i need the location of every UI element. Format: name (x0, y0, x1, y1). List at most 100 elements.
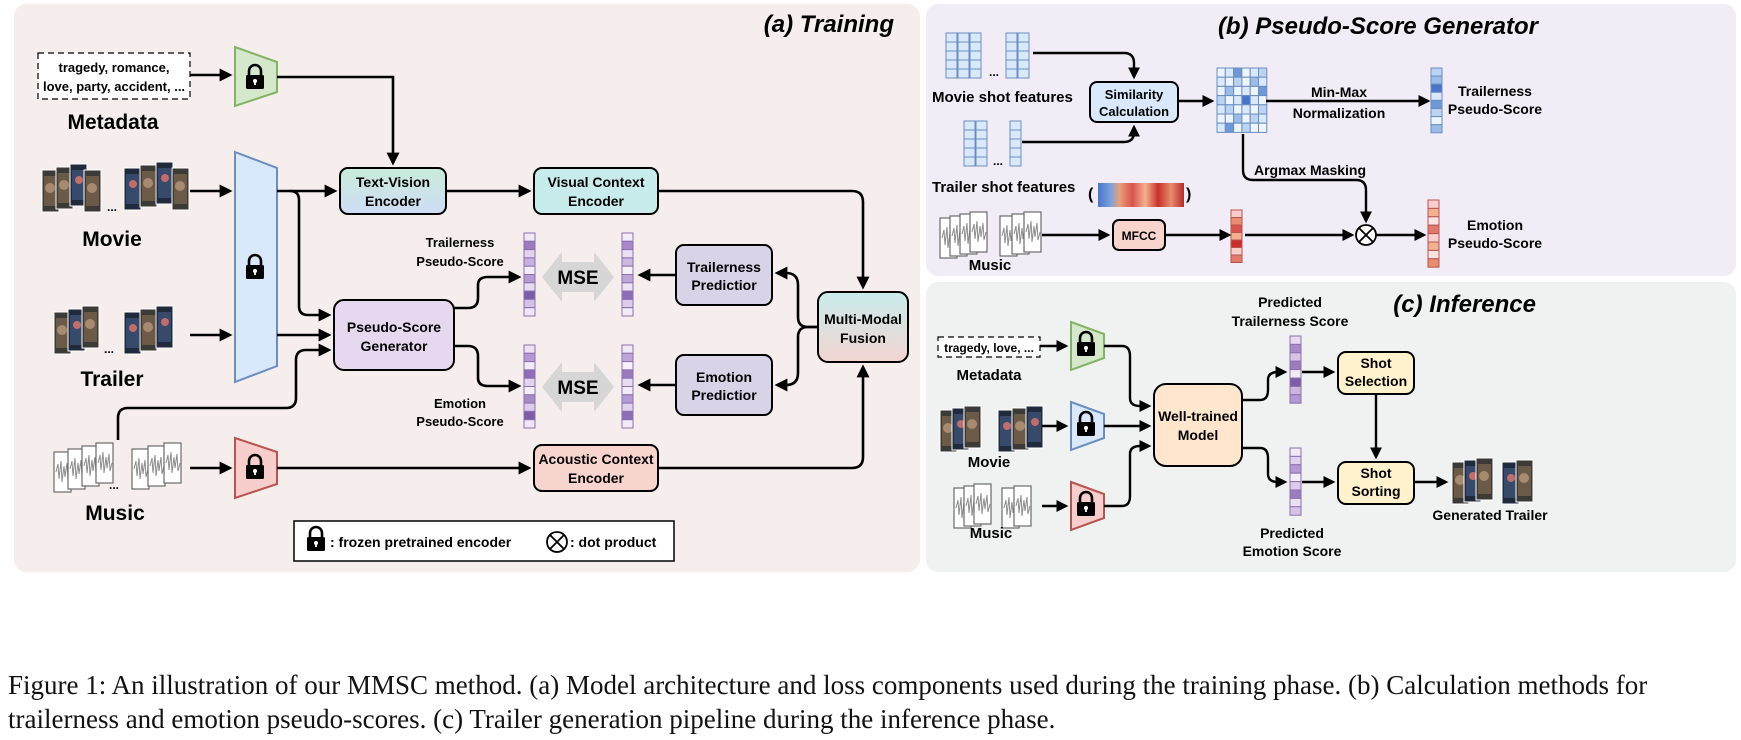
score-cell (523, 344, 536, 354)
feature-cell (963, 129, 976, 140)
similarity-cell (1258, 95, 1268, 106)
well-trained-model-box (1153, 383, 1243, 467)
similarity-cell (1216, 122, 1226, 133)
similarity-cell (1249, 113, 1259, 124)
similarity-cell (1216, 67, 1226, 78)
feature-cell (945, 32, 958, 43)
pred-cell (1289, 394, 1302, 404)
trailerness-cell (1430, 75, 1443, 85)
inf-movie-label: Movie (968, 454, 1011, 471)
feature-cell (945, 50, 958, 61)
similarity-cell (1249, 95, 1259, 106)
feature-cell (969, 68, 982, 79)
feature-cell (1005, 68, 1018, 79)
feature-cell (1017, 41, 1030, 52)
feature-cell (1017, 50, 1030, 61)
similarity-cell (1224, 67, 1235, 78)
score-cell (523, 394, 536, 404)
dot-product-icon (1355, 224, 1377, 246)
similarity-cell (1224, 95, 1235, 106)
feature-cell (1009, 138, 1022, 149)
pseudo-score-generator-line1: Pseudo-Score (347, 319, 441, 335)
pred-cell (1289, 506, 1302, 516)
trailerness-cell (1430, 99, 1443, 110)
score-cell (523, 377, 536, 388)
similarity-cell (1233, 85, 1243, 97)
emotion-predictor-line2: Predictior (691, 387, 757, 403)
feature-cell (963, 138, 976, 149)
minmax-line1: Min-Max (1311, 84, 1367, 100)
score-cell (523, 298, 536, 309)
feature-cell (975, 147, 988, 158)
pseudo-score-generator-box (333, 299, 455, 371)
multi-modal-fusion-line2: Fusion (840, 330, 886, 346)
mfcc-cell (1230, 254, 1243, 263)
similarity-cell (1224, 85, 1235, 97)
trailerness-cell (1430, 67, 1443, 77)
score-cell (523, 402, 536, 412)
movie-label: Movie (82, 228, 142, 251)
score-cell (621, 257, 634, 267)
trailerness-predictor-box (675, 244, 773, 306)
text-vision-encoder-line2: Encoder (365, 193, 422, 209)
mfcc-cell (1230, 217, 1243, 226)
similarity-cell (1258, 113, 1268, 124)
score-cell (621, 232, 634, 242)
similarity-cell (1224, 104, 1235, 115)
shot-selection-line1: Shot (1360, 355, 1391, 371)
pred-cell (1289, 472, 1302, 483)
panel-title-inference: (c) Inference (1393, 291, 1536, 318)
similarity-cell (1249, 67, 1259, 78)
trailerness-cell (1430, 116, 1443, 126)
score-cell (523, 419, 536, 429)
pseudo-score-generator-line2: Generator (361, 338, 428, 354)
emotion-pseudo-line1: Emotion (1467, 217, 1523, 233)
score-cell (621, 282, 634, 292)
score-cell (621, 361, 634, 371)
score-cell (621, 369, 634, 379)
feature-cell (975, 138, 988, 149)
score-cell (621, 249, 634, 259)
score-cell (523, 386, 536, 396)
score-cell (523, 249, 536, 259)
feature-cell (1017, 59, 1030, 70)
pred-cell (1289, 343, 1302, 354)
legend-box (293, 520, 675, 562)
acoustic-context-encoder-line1: Acoustic Context (538, 451, 653, 467)
feature-cell (975, 120, 988, 131)
similarity-cell (1224, 76, 1235, 87)
feature-cell (969, 59, 982, 70)
mfcc-cell (1230, 209, 1243, 218)
score-cell (621, 240, 634, 251)
feature-cell (1009, 120, 1022, 131)
similarity-cell (1216, 76, 1226, 87)
similarity-cell (1258, 76, 1268, 87)
score-cell (523, 307, 536, 317)
legend-frozen-label: : frozen pretrained encoder (330, 534, 512, 550)
score-cell (523, 290, 536, 300)
emotion-heat-bar (1098, 183, 1184, 207)
score-cell (621, 419, 634, 429)
score-cell (523, 257, 536, 267)
feature-cell (957, 41, 970, 52)
pred-cell (1289, 385, 1302, 396)
panel-title-training: (a) Training (764, 11, 895, 38)
emotion-pseudo-line2: Pseudo-Score (1448, 235, 1542, 251)
feature-cell (957, 59, 970, 70)
similarity-cell (1233, 95, 1243, 106)
feature-cell (975, 129, 988, 140)
similarity-cell (1241, 67, 1251, 78)
trailerness-pseudo-score-line1: Trailerness (426, 235, 495, 250)
similarity-cell (1233, 76, 1243, 87)
similarity-cell (1233, 67, 1243, 78)
emotion-cell (1427, 224, 1440, 235)
inf-metadata-label: Metadata (956, 367, 1022, 384)
legend-dot-product-label: : dot product (570, 534, 657, 550)
pseudo-score-vectors (1230, 67, 1443, 268)
score-cell (523, 282, 536, 292)
feature-cell (1005, 59, 1018, 70)
minmax-line2: Normalization (1293, 105, 1386, 121)
model-line2: Model (1178, 427, 1218, 443)
similarity-cell (1216, 104, 1226, 115)
pred-trailerness-line1: Predicted (1258, 294, 1322, 310)
